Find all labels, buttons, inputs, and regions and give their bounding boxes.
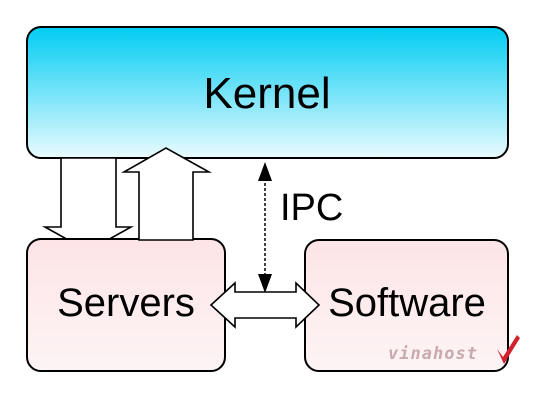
servers-to-kernel-arrow bbox=[120, 147, 213, 241]
servers-node: Servers bbox=[26, 238, 226, 372]
vinahost-watermark: vinahost bbox=[388, 335, 520, 364]
kernel-node: Kernel bbox=[26, 26, 509, 159]
servers-label: Servers bbox=[57, 281, 195, 325]
software-node: Software bbox=[304, 239, 509, 372]
check-mark-icon bbox=[497, 335, 520, 364]
software-label: Software bbox=[328, 281, 486, 325]
kernel-to-servers-arrow bbox=[41, 157, 135, 252]
ipc-arrowhead-up bbox=[258, 162, 272, 181]
kernel-label: Kernel bbox=[203, 69, 330, 118]
ipc-label: IPC bbox=[280, 187, 343, 229]
servers-software-arrow bbox=[209, 281, 321, 329]
watermark-text: vinahost bbox=[388, 344, 478, 364]
ipc-arrow bbox=[258, 162, 272, 293]
kernel-box bbox=[26, 26, 509, 159]
ipc-arrowhead-down bbox=[258, 274, 272, 293]
